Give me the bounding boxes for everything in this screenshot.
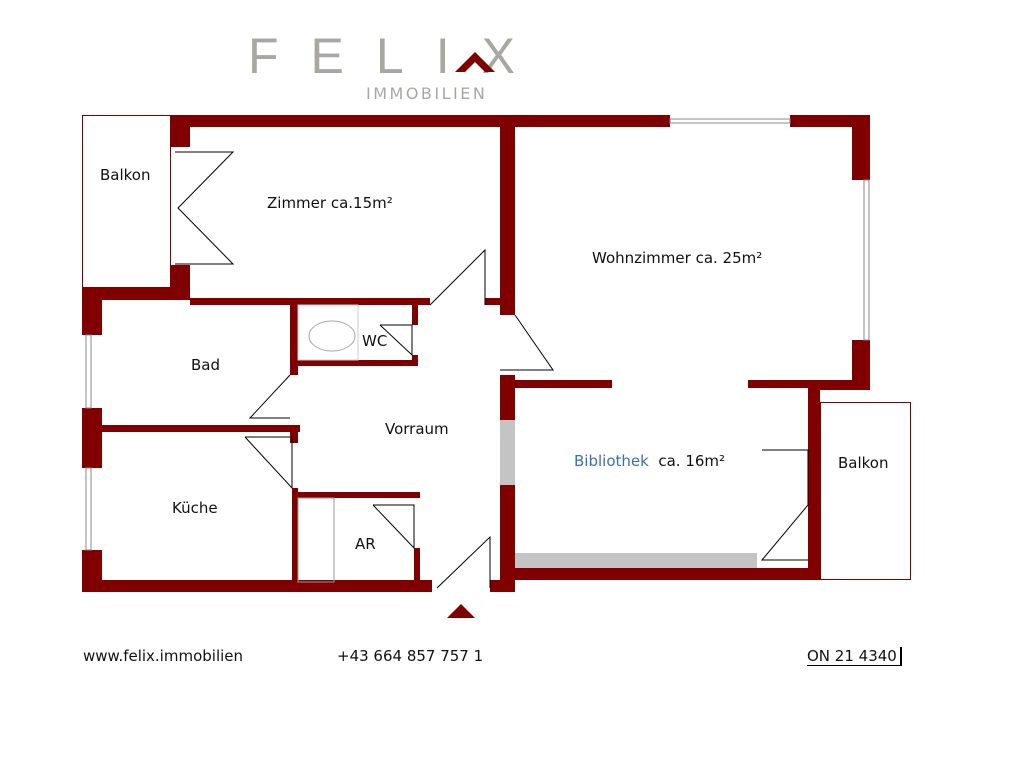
zimmer-door[interactable]: [429, 248, 486, 306]
bibliothek-area: ca. 16m²: [658, 452, 726, 470]
ar-door[interactable]: [372, 504, 415, 550]
entrance-arrow-icon: [447, 604, 475, 618]
wc-door[interactable]: [379, 324, 413, 357]
walls: [82, 115, 870, 592]
room-label-bibliothek: Bibliothek ca. 16m²: [574, 452, 725, 470]
bibliothek-name: Bibliothek: [574, 452, 649, 470]
room-label-zimmer: Zimmer ca.15m²: [267, 194, 393, 212]
window: [85, 467, 92, 551]
logo-subtitle: IMMOBILIEN: [366, 84, 488, 103]
room-label-wohnzimmer: Wohnzimmer ca. 25m²: [592, 249, 763, 267]
window: [669, 118, 791, 124]
room-label-balkon-left: Balkon: [100, 166, 151, 184]
entrance-door[interactable]: [436, 535, 491, 589]
object-number: ON 21 4340: [807, 647, 902, 666]
felix-logo: FELIX IMMOBILIEN: [248, 28, 547, 103]
bad-door[interactable]: [248, 374, 291, 419]
bibliothek-balcony-door[interactable]: [760, 449, 809, 561]
logo-wordmark: FELIX: [248, 28, 547, 84]
room-label-balkon-right: Balkon: [838, 454, 889, 472]
wohnzimmer-door[interactable]: [500, 314, 554, 371]
balcony-right: [820, 402, 911, 580]
wall-opening: [500, 420, 515, 485]
balcony-door[interactable]: [175, 151, 235, 265]
room-label-bad: Bad: [191, 356, 221, 374]
room-label-kueche: Küche: [172, 499, 218, 517]
kueche-door[interactable]: [244, 436, 293, 490]
logo-roof-icon: [455, 52, 495, 72]
window: [863, 179, 870, 341]
phone-number: +43 664 857 757 1: [337, 647, 484, 665]
room-label-wc: WC: [362, 332, 388, 350]
wc-fixture: [297, 304, 359, 361]
window: [85, 334, 92, 409]
room-label-vorraum: Vorraum: [385, 420, 449, 438]
toilet-icon: [308, 320, 356, 352]
balcony-left: [82, 115, 171, 288]
website-link[interactable]: www.felix.immobilien: [83, 647, 244, 665]
ar-shelf: [297, 497, 335, 583]
bookshelf: [515, 553, 757, 568]
room-label-ar: AR: [355, 535, 376, 553]
